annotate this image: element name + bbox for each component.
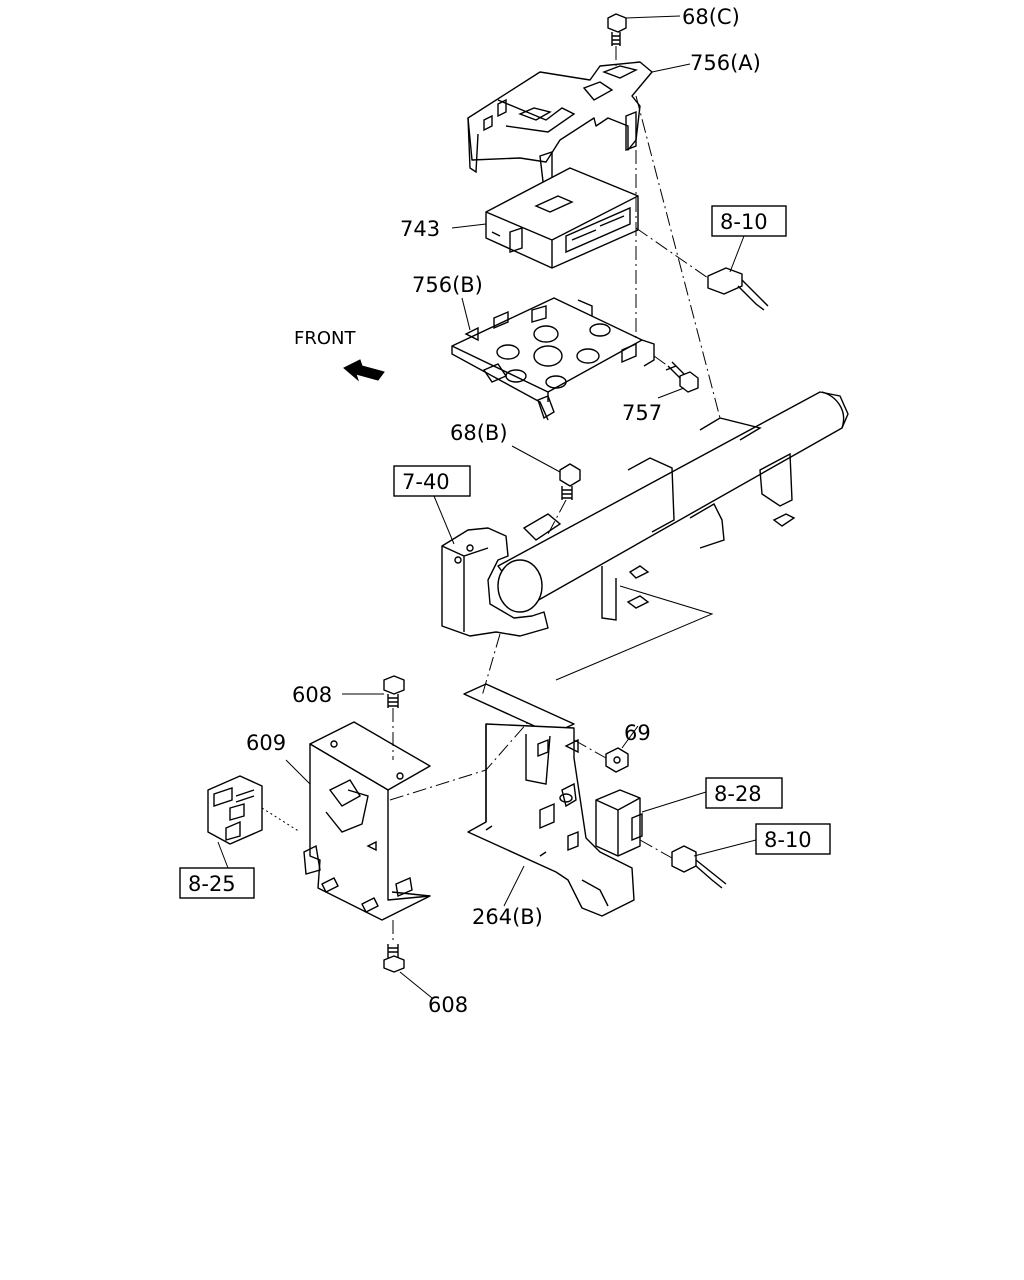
- label-bracket-264b: 264(B): [472, 905, 543, 929]
- bolt-608-bottom: [383, 944, 405, 973]
- ref-label-8-28: 8-28: [714, 782, 762, 806]
- ref-box-8-10-top: 8-10: [711, 205, 787, 237]
- label-module-743: 743: [400, 217, 440, 241]
- ref-label-8-25: 8-25: [188, 872, 236, 896]
- bracket-264b: [463, 683, 635, 917]
- bolt-608-top: [383, 675, 405, 708]
- module-8-28: [595, 789, 643, 857]
- bolt-68b: [559, 463, 581, 500]
- label-nut-69: 69: [624, 721, 651, 745]
- connector-top: [707, 267, 769, 311]
- bracket-block-7-40: [441, 527, 549, 637]
- ref-box-8-25: 8-25: [179, 867, 255, 899]
- label-bracket-609: 609: [246, 731, 286, 755]
- ref-box-7-40: 7-40: [393, 465, 471, 497]
- ref-box-8-10-bottom: 8-10: [755, 823, 831, 855]
- nut-69: [605, 747, 629, 773]
- ref-label-8-10-top: 8-10: [720, 210, 768, 234]
- label-bolt-608-top: 608: [292, 683, 332, 707]
- stud-609: [321, 877, 379, 913]
- label-bolt-68b: 68(B): [450, 421, 508, 445]
- bracket-756b: [451, 297, 655, 421]
- bracket-609: [303, 721, 431, 921]
- label-bracket-756b: 756(B): [412, 273, 483, 297]
- bracket-756a: [467, 61, 653, 192]
- ref-label-7-40: 7-40: [402, 470, 450, 494]
- ref-box-8-28: 8-28: [705, 777, 783, 809]
- bolt-68c: [607, 13, 627, 46]
- bolt-757: [665, 361, 699, 393]
- label-front: FRONT: [294, 328, 356, 349]
- label-bolt-757: 757: [622, 401, 662, 425]
- connector-8-25: [207, 775, 263, 845]
- module-743: [485, 167, 639, 269]
- front-arrow-icon: [343, 359, 385, 382]
- connector-bottom: [671, 845, 727, 889]
- ref-label-8-10-bottom: 8-10: [764, 828, 812, 852]
- label-bolt-68c: 68(C): [682, 5, 740, 29]
- label-bracket-756a: 756(A): [690, 51, 761, 75]
- cross-beam-tube: [497, 391, 849, 681]
- label-bolt-608-bottom: 608: [428, 993, 468, 1017]
